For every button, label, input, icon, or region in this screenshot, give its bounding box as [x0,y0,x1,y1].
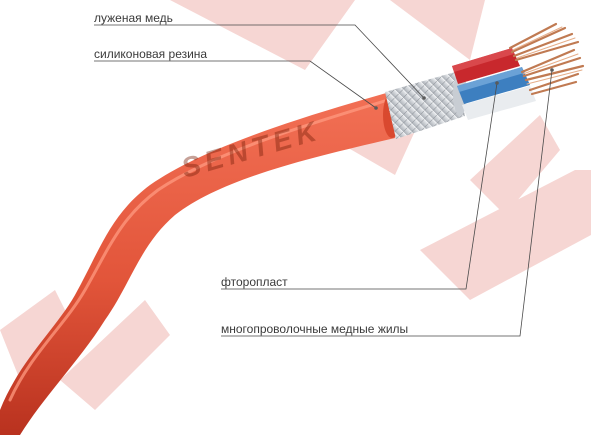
callout-silicone-rubber: силиконовая резина [94,47,207,61]
callout-stranded-cores: многопроволочные медные жилы [221,322,408,336]
cable-jacket [0,92,401,435]
leader-line-silicone-rubber [94,61,376,108]
cable-shield [385,72,467,139]
callout-tinned-copper: луженая медь [94,11,173,25]
callout-fluoroplastic: фторопласт [221,275,288,289]
